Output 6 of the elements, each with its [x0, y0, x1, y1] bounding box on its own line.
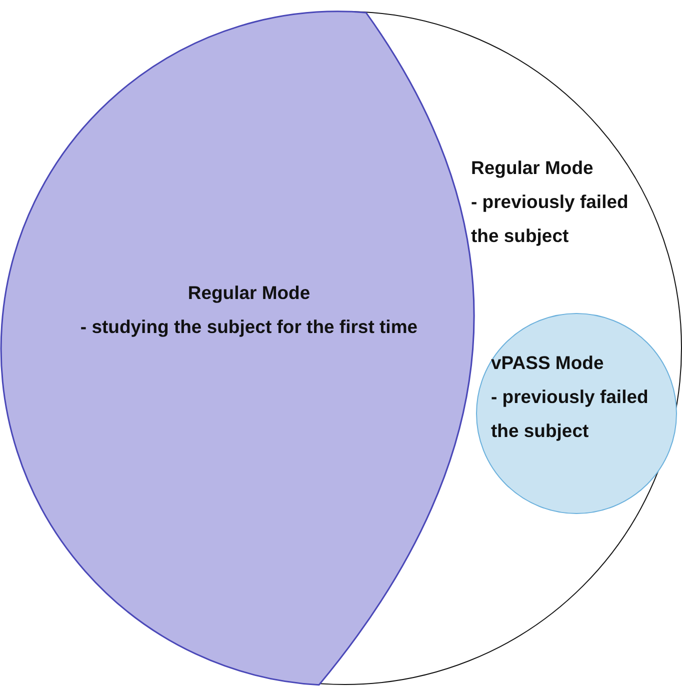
- mode-description: - previously failed the subject: [491, 385, 650, 443]
- mode-title: Regular Mode: [186, 281, 312, 305]
- mode-description: - previously failed the subject: [471, 190, 630, 248]
- mode-title: Regular Mode: [471, 156, 594, 180]
- mode-title: vPASS Mode: [491, 351, 605, 375]
- mode-description: - studying the subject for the first time: [79, 315, 419, 339]
